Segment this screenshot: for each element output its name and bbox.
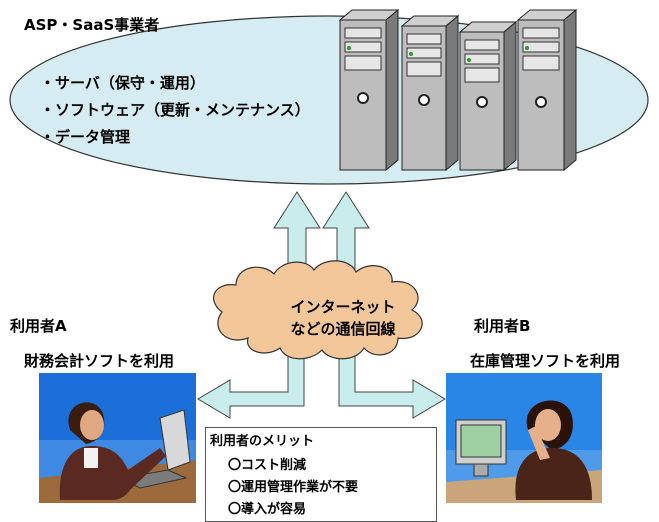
merits-list: 〇コスト削減 〇運用管理作業が不要 〇導入が容易: [228, 455, 358, 521]
service-item-software: ・ソフトウェア（更新・メンテナンス）: [40, 101, 310, 119]
network-cloud: [213, 260, 423, 360]
user-a-app: 財務会計ソフトを利用: [24, 352, 175, 370]
merits-title: 利用者のメリット: [210, 434, 315, 449]
user-b-app: 在庫管理ソフトを利用: [470, 352, 621, 370]
network-label-line2: などの通信回線: [290, 320, 396, 338]
user-a-name: 利用者A: [10, 317, 67, 335]
user-b-photo: [446, 373, 602, 503]
arrow-to-user-a: [197, 329, 305, 419]
service-item-server: ・サーバ（保守・運用）: [40, 74, 205, 92]
user-b-name: 利用者B: [474, 317, 531, 335]
service-item-data: ・データ管理: [40, 128, 131, 146]
network-label-line1: インターネット: [290, 298, 396, 316]
provider-title: ASP・SaaS事業者: [24, 16, 160, 34]
provider-services-list: ・サーバ（保守・運用） ・ソフトウェア（更新・メンテナンス） ・データ管理: [40, 70, 310, 151]
arrow-to-user-b: [338, 329, 446, 419]
network-label: インターネット などの通信回線: [268, 296, 418, 340]
merit-item-operation: 〇運用管理作業が不要: [228, 480, 359, 495]
merit-item-cost: 〇コスト削減: [228, 458, 307, 473]
server-icon: [338, 8, 578, 172]
merit-item-adoption: 〇導入が容易: [228, 502, 307, 517]
user-a-photo: [39, 373, 196, 503]
